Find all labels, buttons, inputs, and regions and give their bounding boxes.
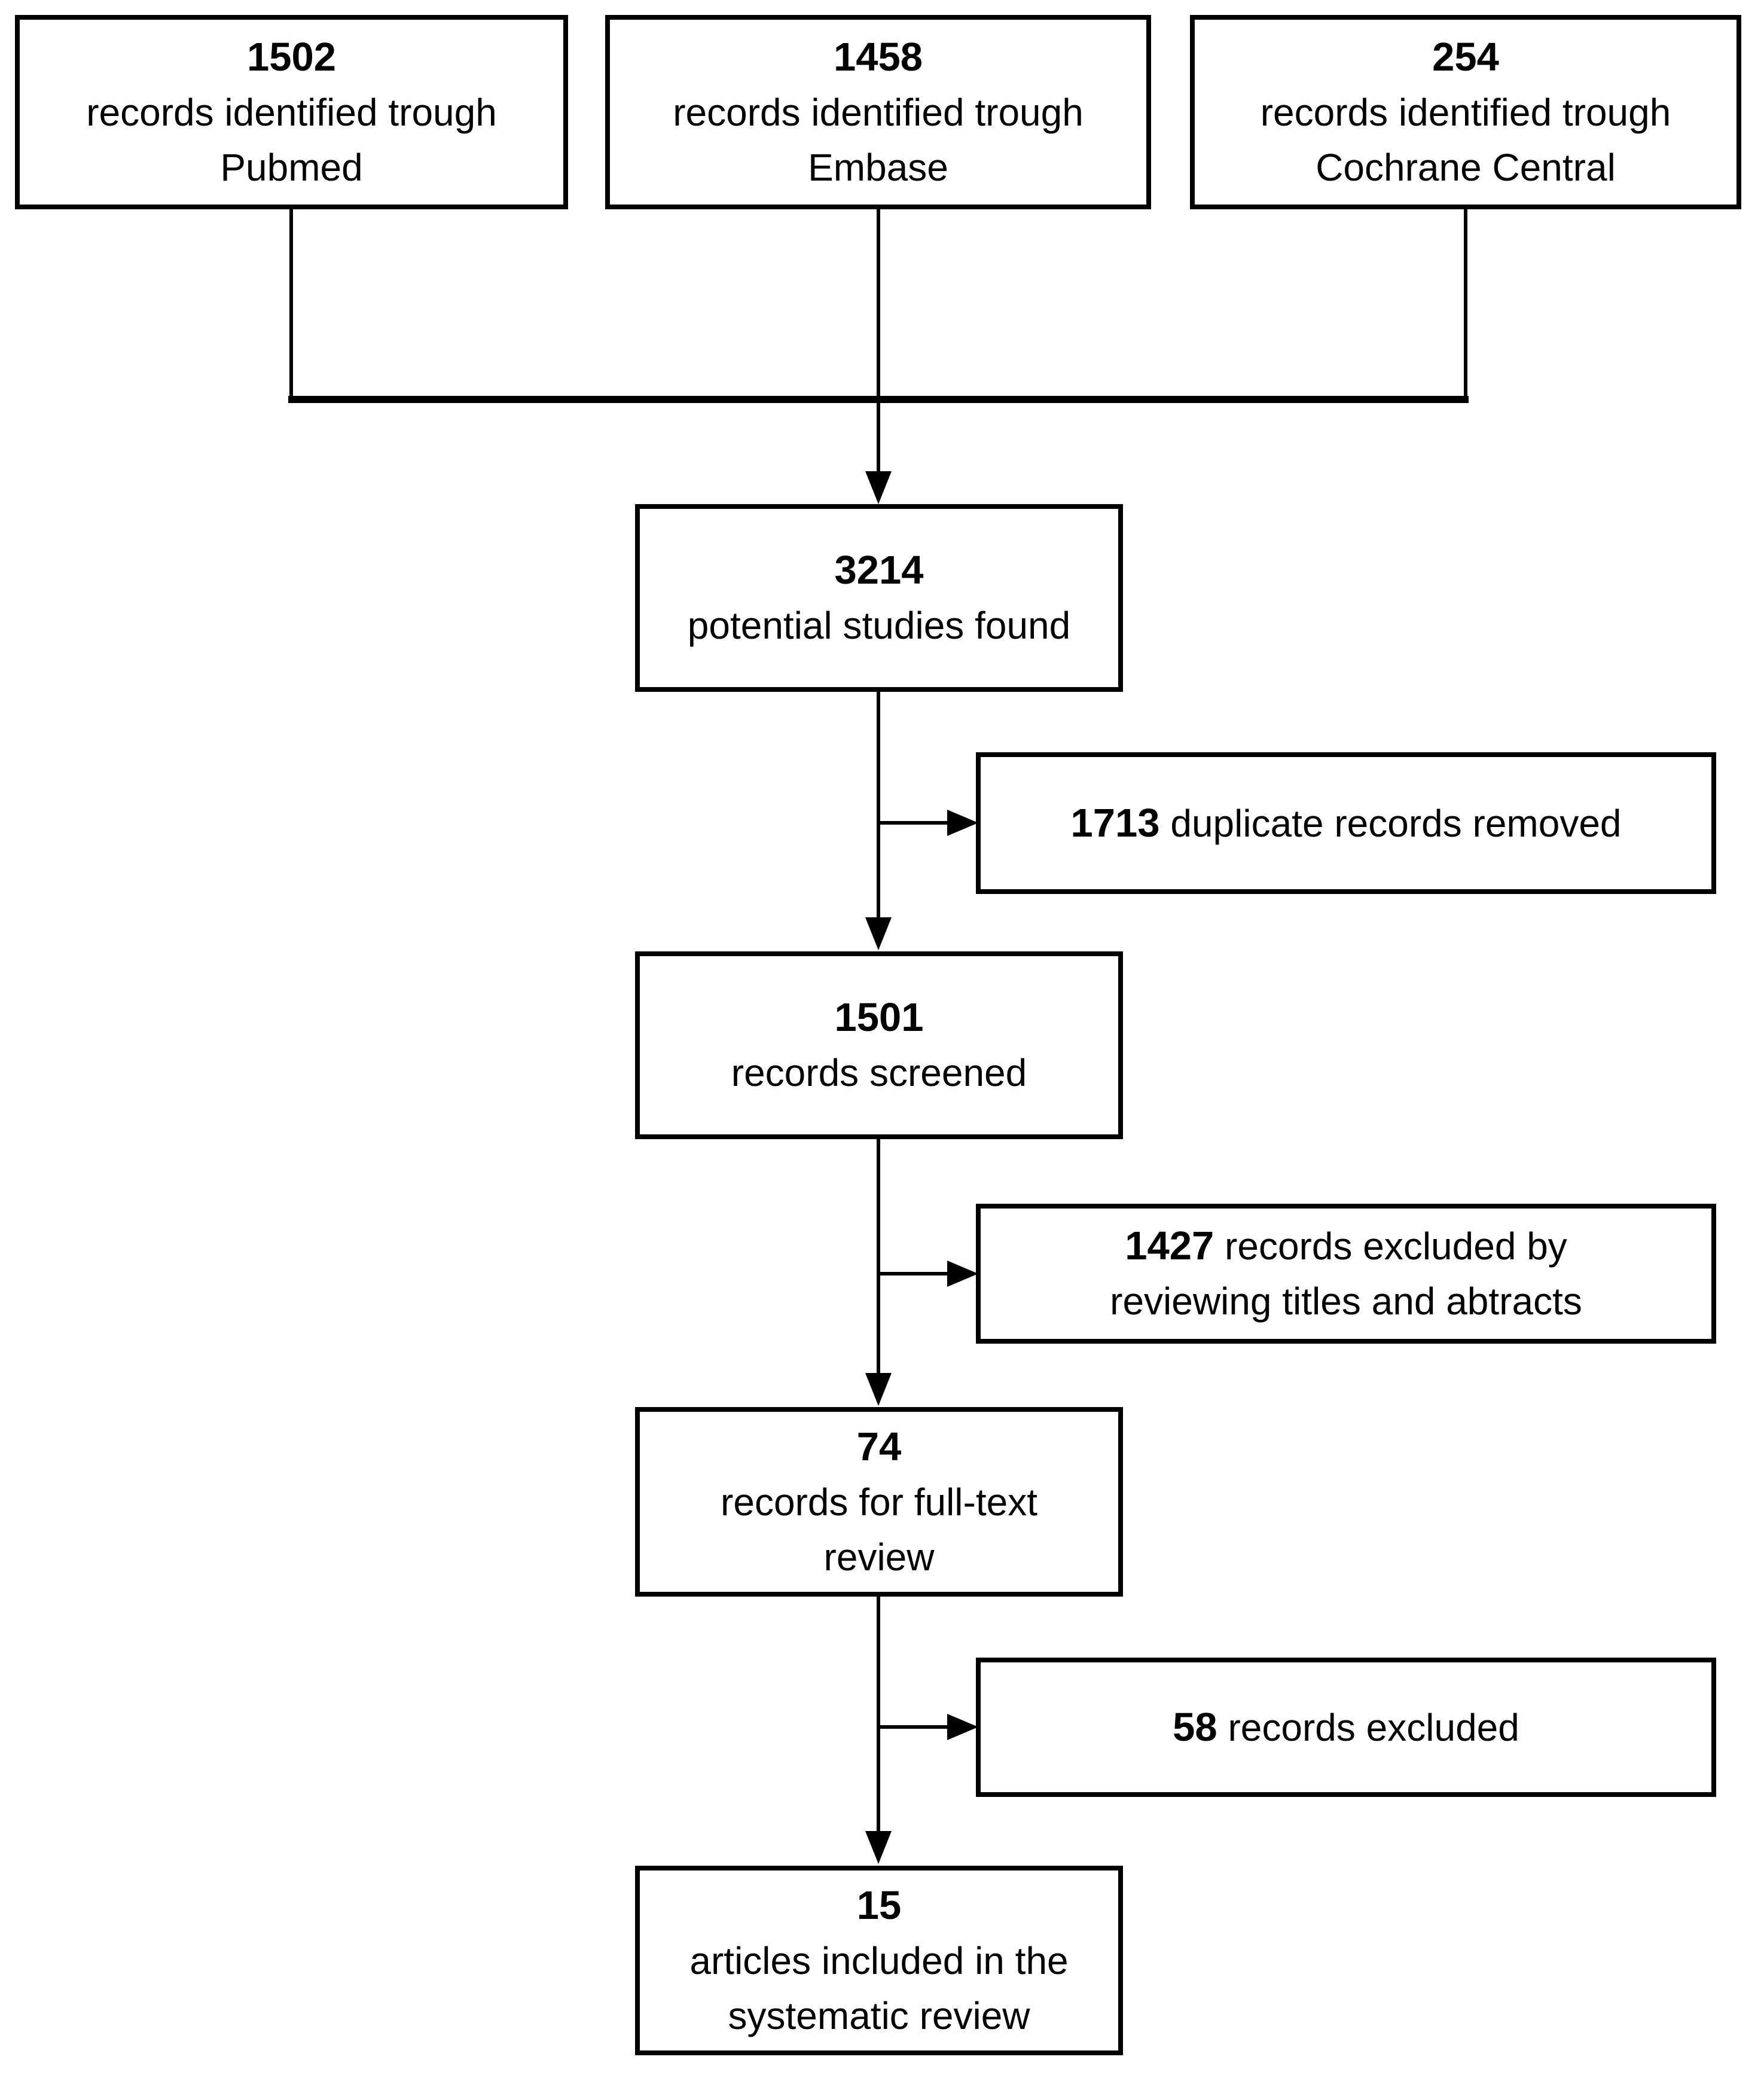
box-excluded-titles-abstracts: 1427 records excluded by reviewing title…	[976, 1204, 1716, 1344]
screened-label-line1: records screened	[731, 1051, 1027, 1094]
duplicates-count: 1713	[1070, 800, 1160, 846]
box-records-excluded: 58 records excluded	[976, 1658, 1716, 1797]
pubmed-label-line2: Pubmed	[220, 145, 363, 189]
fulltext-label-line2: review	[823, 1535, 935, 1579]
box-source-cochrane: 254 records identified trough Cochrane C…	[1190, 15, 1741, 209]
box-fulltext-review: 74 records for full-text review	[635, 1407, 1123, 1597]
embase-label-line1: records identified trough	[673, 90, 1084, 134]
embase-count: 1458	[833, 34, 923, 80]
pubmed-label-line1: records identified trough	[86, 90, 497, 134]
titles-label: records excluded by	[1225, 1225, 1567, 1268]
pubmed-count: 1502	[246, 34, 337, 80]
included-count: 15	[856, 1882, 902, 1928]
titles-label-line2: reviewing titles and abtracts	[1110, 1280, 1582, 1323]
arrowhead-into-excluded	[947, 1714, 978, 1740]
arrowhead-into-potential	[865, 471, 892, 504]
arrowhead-into-fulltext	[865, 1373, 892, 1406]
box-source-embase: 1458 records identified trough Embase	[605, 15, 1151, 209]
embase-label-line2: Embase	[808, 145, 948, 189]
potential-label-line1: potential studies found	[687, 604, 1071, 647]
titles-label-line1: 1427 records excluded by	[1125, 1219, 1567, 1274]
fulltext-label-line1: records for full-text	[721, 1480, 1037, 1524]
excluded-label-line1: 58 records excluded	[1173, 1700, 1519, 1755]
included-label-line2: systematic review	[728, 1994, 1030, 2037]
arrowhead-into-titles	[947, 1261, 978, 1287]
arrowhead-into-screened	[865, 917, 892, 950]
potential-count: 3214	[834, 548, 924, 593]
duplicates-label-line1: 1713 duplicate records removed	[1071, 796, 1622, 851]
included-label-line1: articles included in the	[689, 1939, 1069, 1982]
cochrane-label-line2: Cochrane Central	[1316, 145, 1616, 189]
arrowhead-into-duplicates	[947, 810, 978, 836]
titles-count: 1427	[1125, 1223, 1214, 1268]
cochrane-count: 254	[1432, 34, 1499, 80]
box-potential-studies: 3214 potential studies found	[635, 504, 1123, 692]
cochrane-label-line1: records identified trough	[1260, 90, 1671, 134]
duplicates-label: duplicate records removed	[1170, 801, 1622, 845]
box-included-articles: 15 articles included in the systematic r…	[635, 1866, 1123, 2055]
screened-count: 1501	[834, 995, 924, 1040]
box-duplicates-removed: 1713 duplicate records removed	[976, 752, 1716, 894]
excluded-label: records excluded	[1228, 1705, 1519, 1749]
excluded-count: 58	[1173, 1704, 1217, 1750]
fulltext-count: 74	[856, 1424, 902, 1469]
arrowhead-into-included	[865, 1831, 892, 1864]
box-source-pubmed: 1502 records identified trough Pubmed	[15, 15, 568, 209]
box-records-screened: 1501 records screened	[635, 951, 1123, 1139]
